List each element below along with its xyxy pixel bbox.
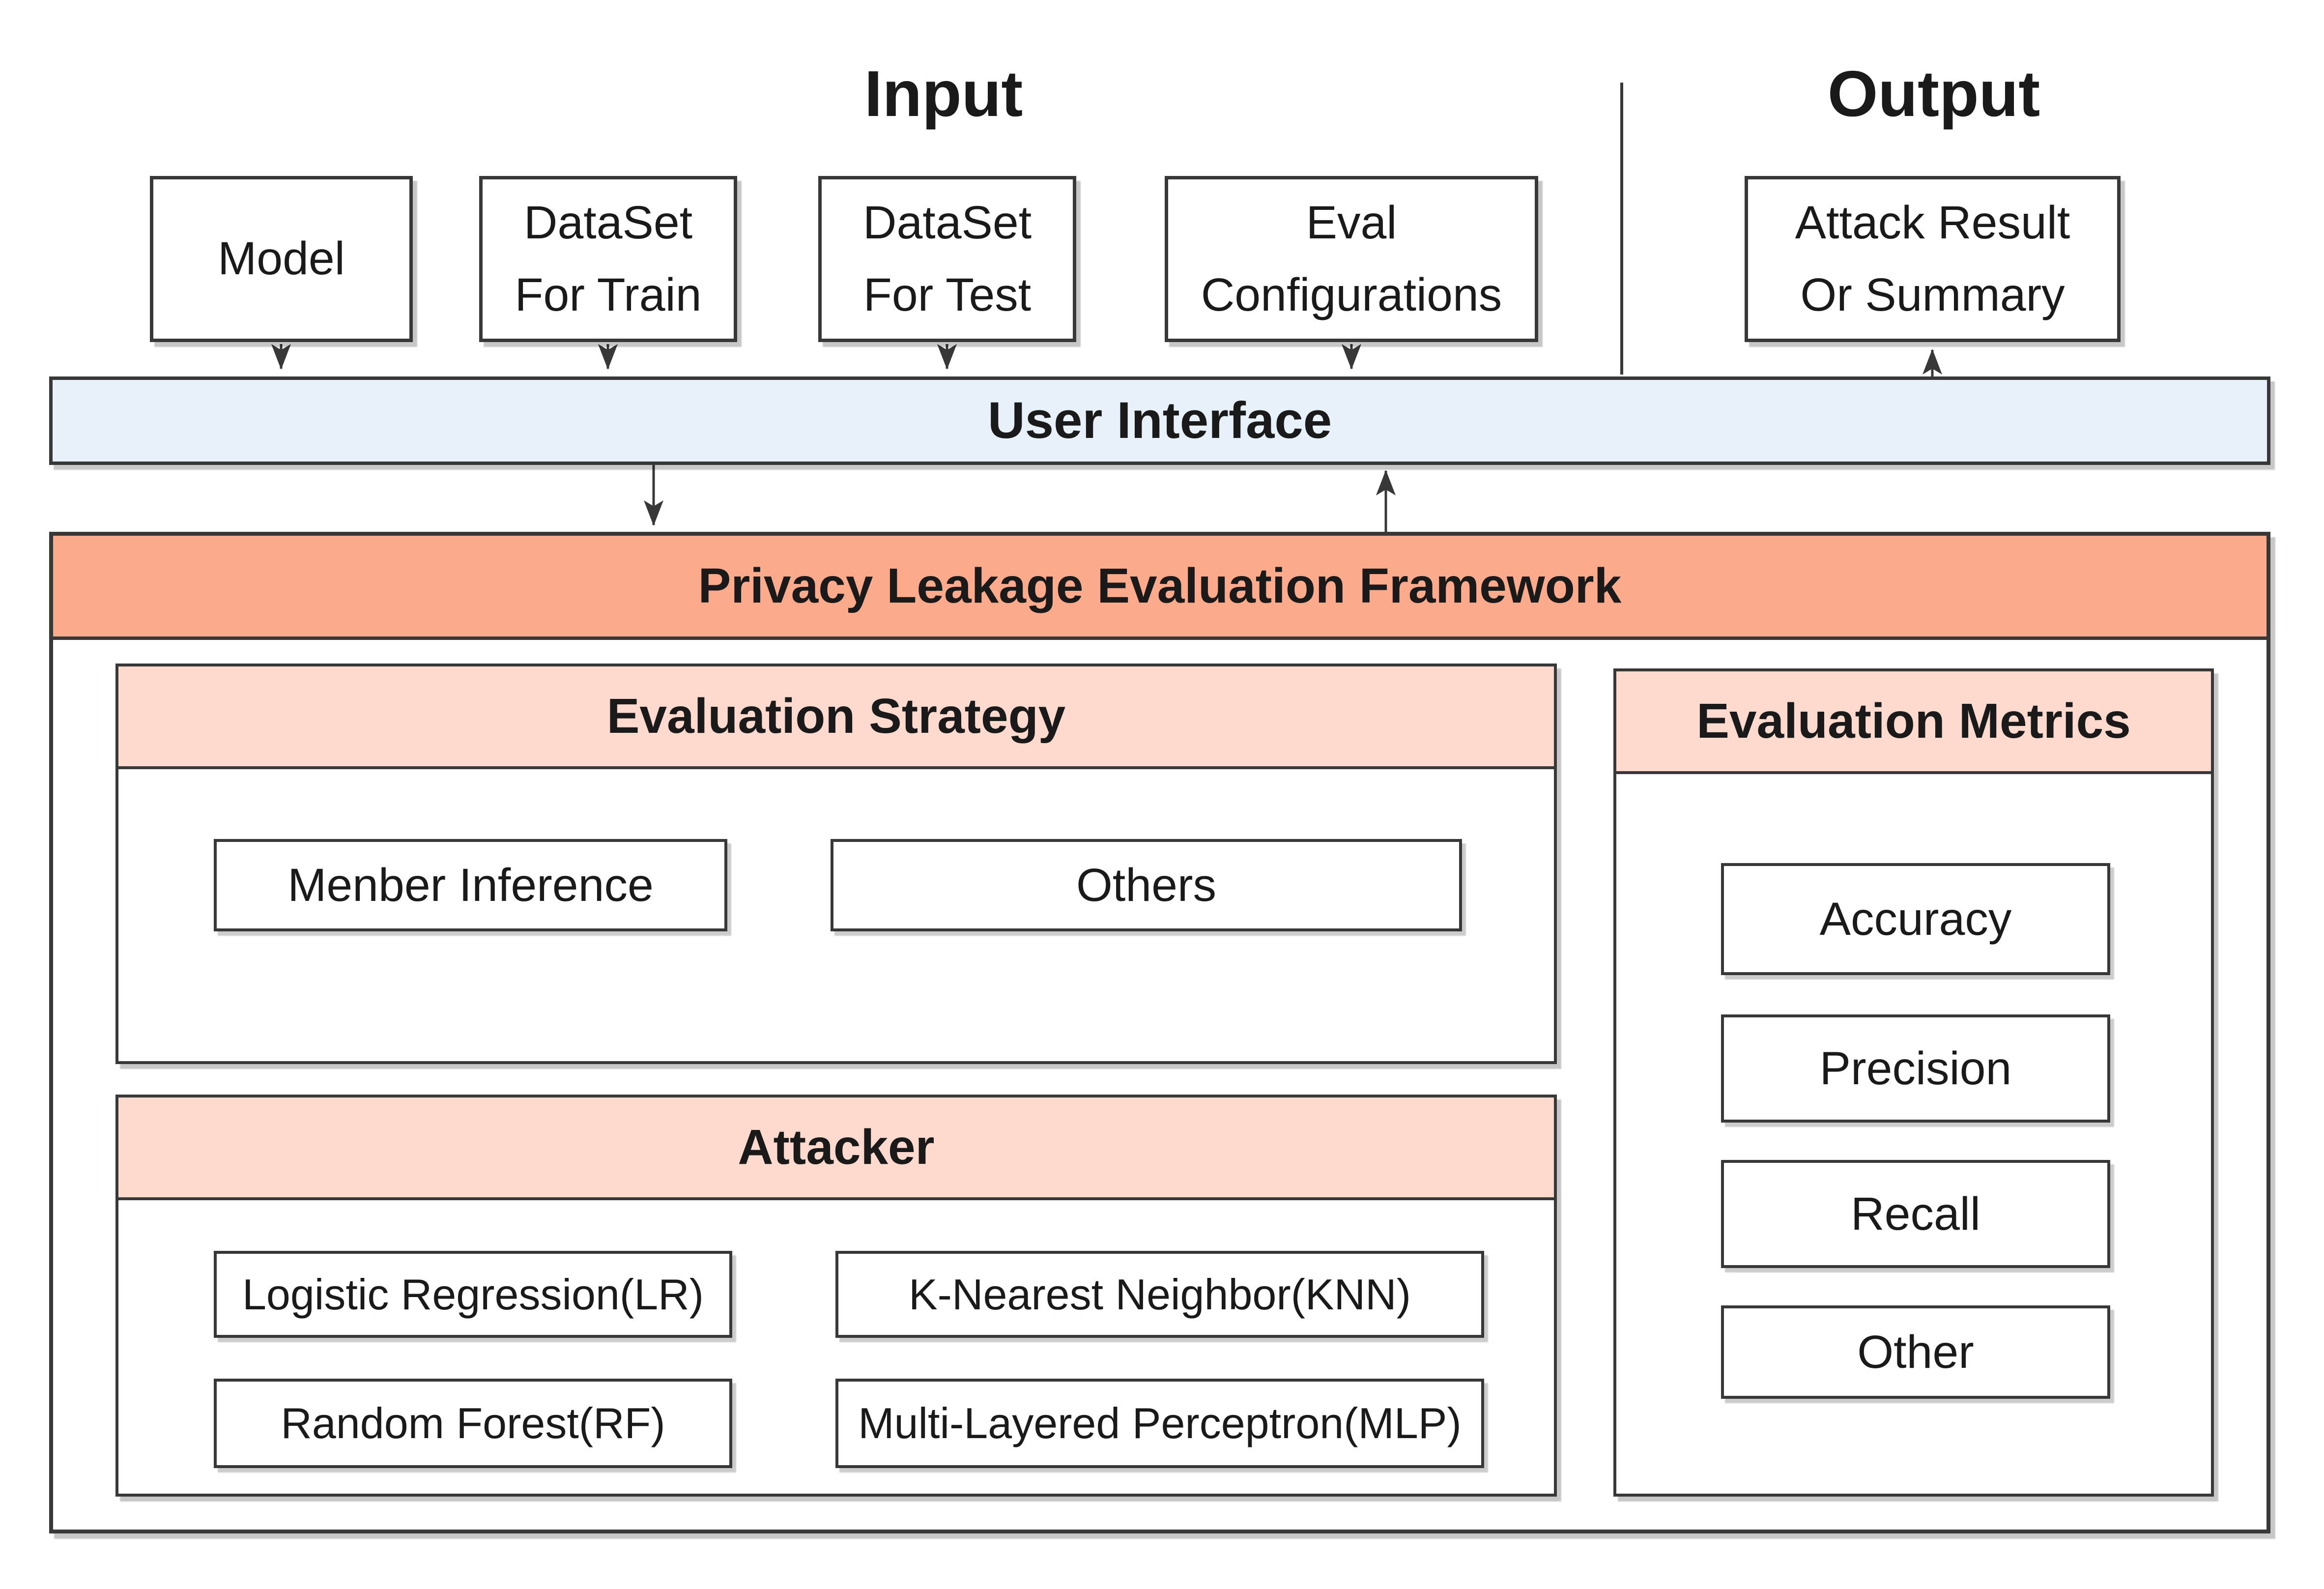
dataset-test-line2: For Test xyxy=(863,269,1032,321)
metrics-item-other: Other xyxy=(1721,1305,2110,1399)
attacker-item-mlp: Multi-Layered Perceptron(MLP) xyxy=(835,1379,1484,1468)
attacker-item-knn: K-Nearest Neighbor(KNN) xyxy=(835,1251,1484,1338)
member-inference-label: Menber Inference xyxy=(287,859,654,911)
recall-label: Recall xyxy=(1851,1187,1980,1240)
metrics-item-precision: Precision xyxy=(1721,1014,2110,1123)
framework-title: Privacy Leakage Evaluation Framework xyxy=(698,558,1622,613)
attack-result-line1: Attack Result xyxy=(1795,196,2070,249)
metrics-item-recall: Recall xyxy=(1721,1160,2110,1268)
attack-result-node: Attack Result Or Summary xyxy=(1745,176,2121,342)
eval-configurations-node: Eval Configurations xyxy=(1165,176,1538,342)
attack-result-line2: Or Summary xyxy=(1800,269,2065,321)
eval-config-line1: Eval xyxy=(1306,196,1397,249)
attacker-item-lr: Logistic Regression(LR) xyxy=(214,1251,732,1338)
metrics-item-accuracy: Accuracy xyxy=(1721,863,2110,975)
rf-label: Random Forest(RF) xyxy=(281,1399,665,1447)
dataset-train-node: DataSet For Train xyxy=(479,176,737,342)
accuracy-label: Accuracy xyxy=(1819,893,2012,945)
strategy-item-others: Others xyxy=(831,839,1462,931)
dataset-test-line1: DataSet xyxy=(862,196,1032,249)
other-label: Other xyxy=(1857,1326,1974,1378)
model-node: Model xyxy=(150,176,413,342)
mlp-label: Multi-Layered Perceptron(MLP) xyxy=(858,1399,1462,1447)
dataset-train-line2: For Train xyxy=(515,269,702,321)
user-interface-label: User Interface xyxy=(987,392,1332,449)
lr-label: Logistic Regression(LR) xyxy=(242,1270,704,1319)
input-heading: Input xyxy=(864,58,1023,130)
dataset-test-node: DataSet For Test xyxy=(818,176,1076,342)
evaluation-metrics-title: Evaluation Metrics xyxy=(1696,693,2131,749)
evaluation-strategy-title: Evaluation Strategy xyxy=(606,689,1066,744)
others-label: Others xyxy=(1076,859,1217,911)
knn-label: K-Nearest Neighbor(KNN) xyxy=(908,1270,1411,1319)
output-heading: Output xyxy=(1827,58,2040,130)
evaluation-metrics-header: Evaluation Metrics xyxy=(1616,671,2211,774)
attacker-title: Attacker xyxy=(738,1120,935,1175)
framework-header: Privacy Leakage Evaluation Framework xyxy=(53,536,2267,640)
evaluation-strategy-header: Evaluation Strategy xyxy=(118,666,1554,769)
attacker-header: Attacker xyxy=(118,1098,1554,1200)
user-interface-bar: User Interface xyxy=(49,376,2270,465)
strategy-item-member-inference: Menber Inference xyxy=(214,839,727,931)
dataset-train-line1: DataSet xyxy=(523,196,693,249)
model-node-label: Model xyxy=(218,232,345,285)
attacker-item-rf: Random Forest(RF) xyxy=(214,1379,732,1468)
eval-config-line2: Configurations xyxy=(1201,269,1502,321)
precision-label: Precision xyxy=(1819,1042,2012,1095)
